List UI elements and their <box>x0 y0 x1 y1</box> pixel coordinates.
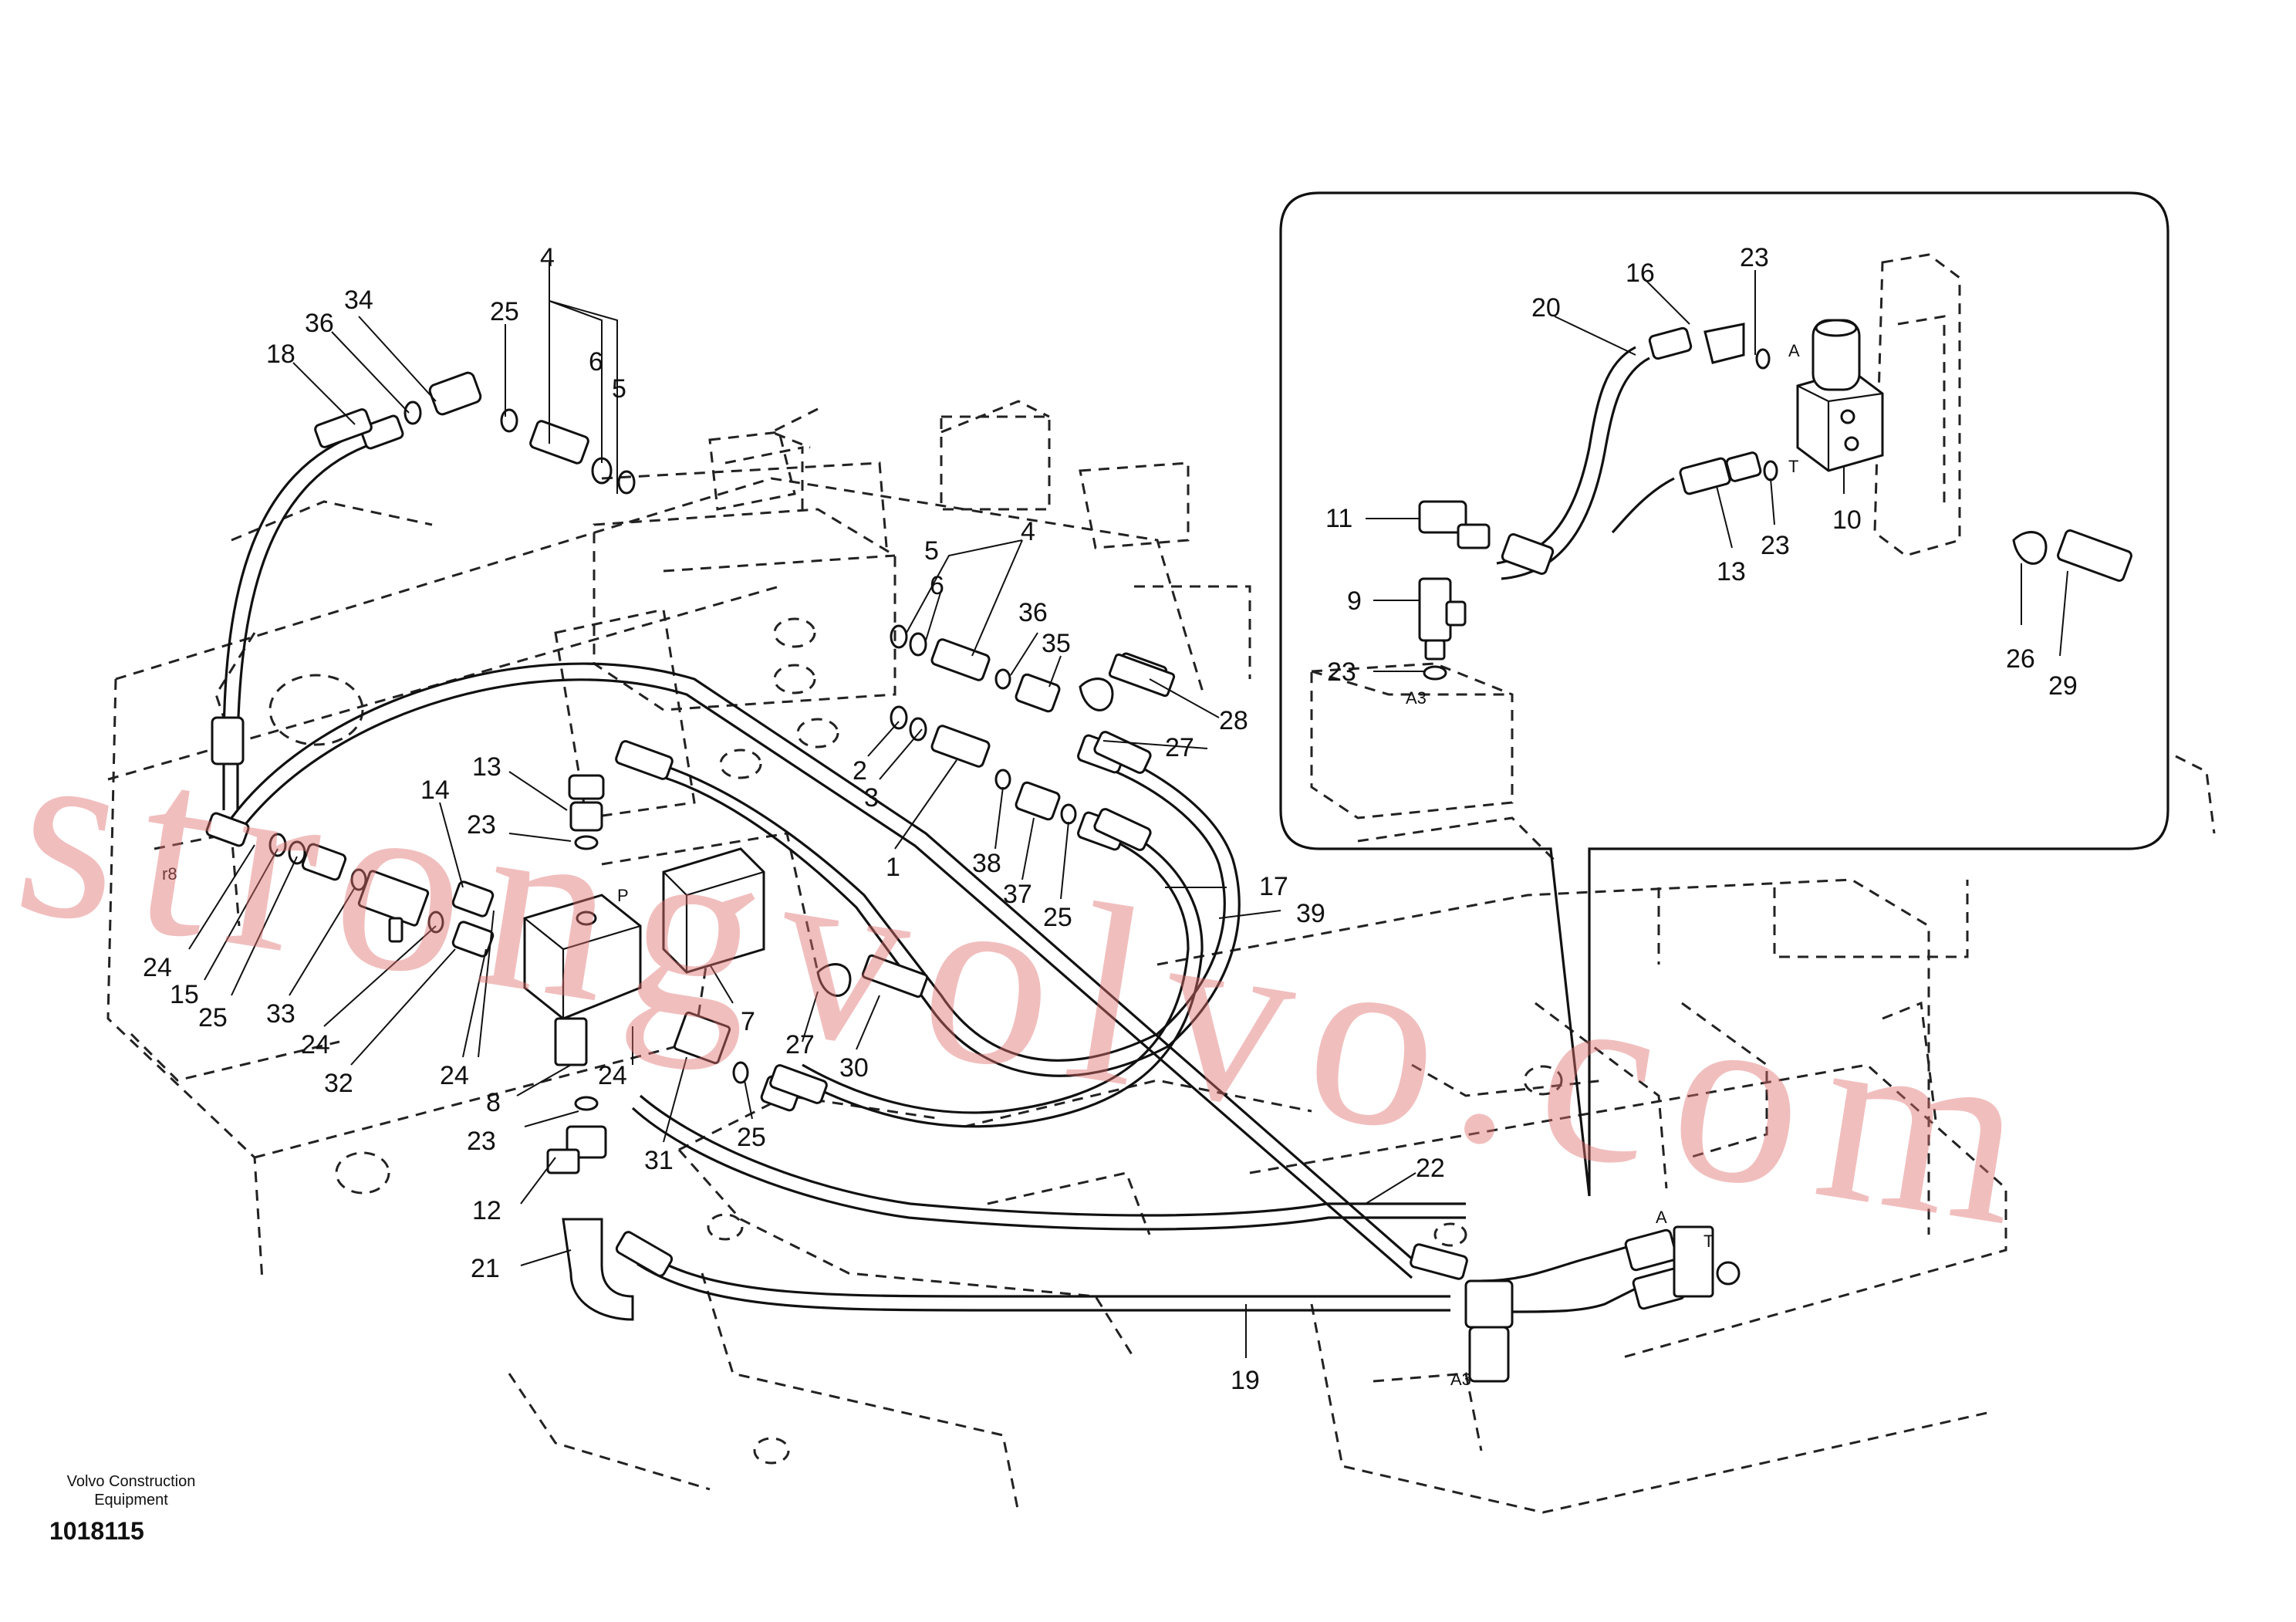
callout-39: 39 <box>1296 899 1325 928</box>
callout-22: 22 <box>1416 1154 1445 1183</box>
callout-24-b: 24 <box>301 1030 330 1059</box>
callout-27-right: 27 <box>1165 733 1194 762</box>
callout-15: 15 <box>170 980 199 1009</box>
callout-numbers: 4 34 36 18 25 6 5 4 5 6 36 35 28 27 2 3 … <box>143 243 2078 1395</box>
callout-27-mid: 27 <box>785 1030 815 1059</box>
footer-brand-line1: Volvo Construction <box>66 1473 196 1490</box>
callout-6-mid: 6 <box>930 571 944 600</box>
callout-23-inset-top: 23 <box>1740 243 1769 272</box>
callout-2: 2 <box>853 756 867 786</box>
callout-32: 32 <box>324 1069 353 1098</box>
callout-4-mid: 4 <box>1021 517 1035 546</box>
port-label-r8: r8 <box>162 864 177 884</box>
callout-21: 21 <box>471 1254 500 1283</box>
callout-23-left: 23 <box>467 810 496 840</box>
callout-4-top: 4 <box>540 243 555 272</box>
callout-17: 17 <box>1259 872 1288 901</box>
callout-26: 26 <box>2006 644 2035 674</box>
callout-13-inset: 13 <box>1717 557 1746 586</box>
port-label-a3-inset: A3 <box>1406 688 1427 708</box>
port-label-a-inset: A <box>1788 341 1800 360</box>
callout-28: 28 <box>1219 706 1248 735</box>
port-labels: A T A3 A T A3 P r8 <box>162 341 1800 1389</box>
leader-lines <box>188 262 1416 1358</box>
callout-16: 16 <box>1626 259 1655 288</box>
callout-10: 10 <box>1832 505 1862 535</box>
callout-3: 3 <box>864 783 879 813</box>
port-label-a3-main: A3 <box>1450 1370 1471 1389</box>
callout-19: 19 <box>1231 1366 1260 1395</box>
inset-detail <box>1279 191 2169 1197</box>
callout-6-top: 6 <box>589 347 603 377</box>
callout-23-inset-mid: 23 <box>1761 531 1790 560</box>
callout-1: 1 <box>886 853 900 882</box>
callout-5-mid: 5 <box>924 536 939 566</box>
callout-8: 8 <box>486 1088 501 1117</box>
callout-18: 18 <box>266 340 295 369</box>
callout-30: 30 <box>839 1053 869 1083</box>
drawing-id: 1018115 <box>49 1517 144 1545</box>
callout-34: 34 <box>344 286 373 315</box>
callout-24-d: 24 <box>598 1061 627 1090</box>
callout-20: 20 <box>1531 293 1561 323</box>
port-label-p-valve: P <box>617 886 629 905</box>
callout-38: 38 <box>972 849 1001 878</box>
callout-9: 9 <box>1347 586 1362 616</box>
callout-25-left: 25 <box>198 1003 228 1032</box>
callout-25-top: 25 <box>490 297 519 326</box>
callout-37: 37 <box>1003 880 1032 909</box>
callout-36-top: 36 <box>305 309 334 338</box>
callout-24-c: 24 <box>440 1061 469 1090</box>
callout-35: 35 <box>1042 629 1071 658</box>
callout-14: 14 <box>420 776 450 805</box>
callout-29: 29 <box>2048 671 2078 701</box>
callout-13-left: 13 <box>472 752 501 782</box>
callout-25-mid: 25 <box>1043 903 1072 932</box>
callout-25-bottom: 25 <box>737 1123 766 1152</box>
callout-31: 31 <box>644 1146 674 1175</box>
port-label-t-main: T <box>1703 1232 1714 1251</box>
port-label-a-main: A <box>1656 1208 1667 1227</box>
callout-23-inset-left: 23 <box>1327 657 1356 687</box>
callout-24-a: 24 <box>143 953 172 982</box>
callout-7: 7 <box>741 1007 755 1036</box>
callout-12: 12 <box>472 1196 501 1225</box>
footer-brand-line2: Equipment <box>94 1492 168 1509</box>
machine-outline-dashed <box>106 400 2216 1514</box>
footer-brand: Volvo Construction Equipment <box>46 1472 216 1509</box>
callout-23-bottom: 23 <box>467 1127 496 1156</box>
fittings-main <box>205 371 1741 1383</box>
callout-36-mid: 36 <box>1018 598 1048 627</box>
hoses <box>222 431 1652 1313</box>
callout-11: 11 <box>1325 504 1352 533</box>
callout-5-top: 5 <box>612 374 626 404</box>
callout-33: 33 <box>266 999 295 1029</box>
port-label-t-inset: T <box>1788 457 1798 476</box>
